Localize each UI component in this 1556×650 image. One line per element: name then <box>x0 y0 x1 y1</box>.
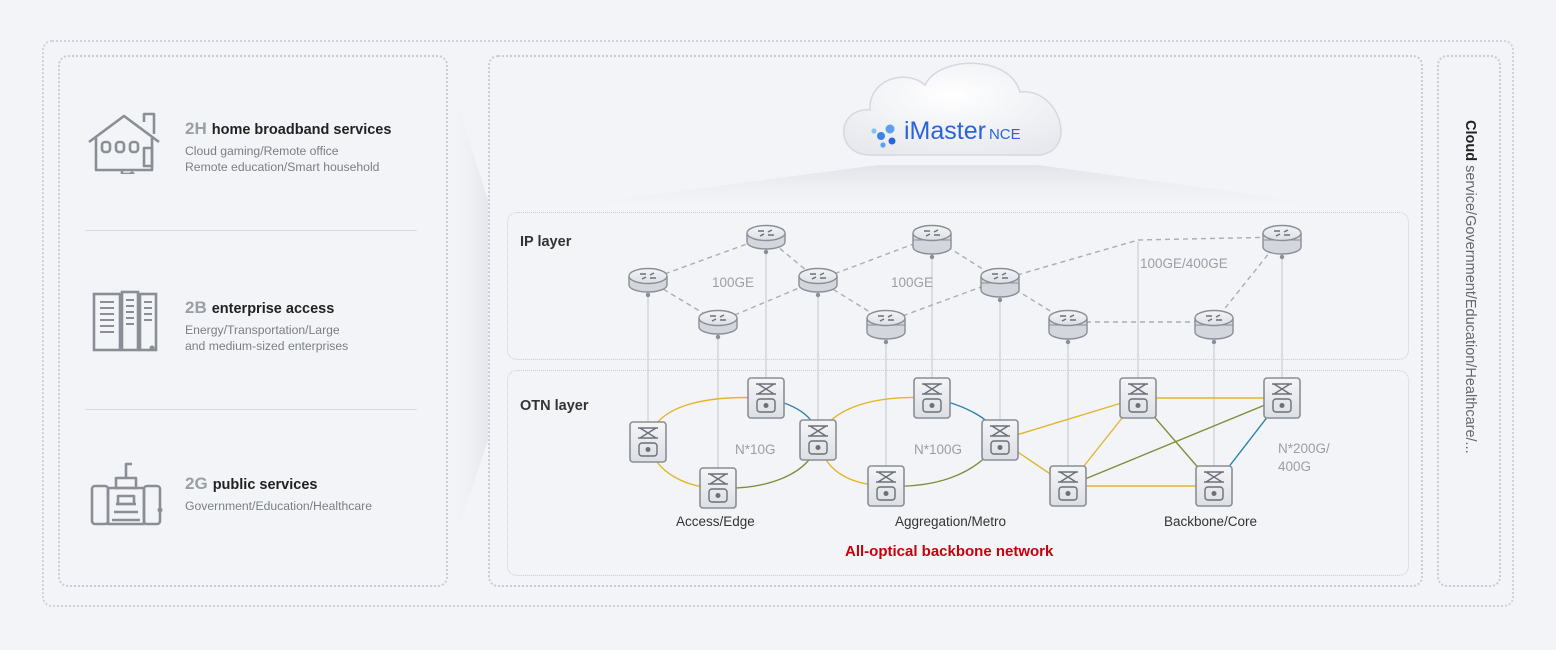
outer-frame <box>42 40 1514 607</box>
otn-speed-label: N*200G/ <box>1278 441 1330 456</box>
otn-device-icon <box>1195 465 1233 507</box>
segment-label: Access/Edge <box>676 514 755 529</box>
otn-layer-box <box>507 370 1409 576</box>
network-panel <box>488 55 1423 587</box>
layer-connectors <box>647 242 1283 470</box>
service-code: 2B <box>185 298 207 317</box>
router-icon <box>866 309 906 345</box>
ip-layer-label: IP layer <box>520 234 572 250</box>
services-glow <box>448 75 488 560</box>
service-desc-line: Energy/Transportation/Large <box>185 323 340 337</box>
controller-beam <box>520 165 1380 212</box>
imaster-logo-icon <box>871 124 896 148</box>
service-code: 2G <box>185 474 208 493</box>
cloud-word: Cloud <box>1462 120 1478 162</box>
service-title: home broadband services <box>211 122 392 138</box>
otn-device-icon <box>747 377 785 419</box>
router-icon <box>628 267 668 298</box>
router-icon <box>746 224 786 255</box>
building-icon <box>92 290 158 352</box>
house-icon <box>88 112 160 174</box>
service-desc-line: and medium-sized enterprises <box>185 339 349 353</box>
router-icon <box>1048 309 1088 345</box>
otn-device-icon <box>799 419 837 461</box>
router-icon <box>1262 224 1302 260</box>
otn-device-icon <box>1263 377 1301 419</box>
cloud-services-label: Cloud service/Government/Education/Healt… <box>1434 120 1504 560</box>
otn-device-icon <box>1119 377 1157 419</box>
backbone-caption: All-optical backbone network <box>845 543 1054 560</box>
cloud-shape <box>843 62 1062 156</box>
controller-suffix: NCE <box>988 126 1021 143</box>
otn-device-icon <box>1049 465 1087 507</box>
service-desc-line: Government/Education/Healthcare <box>185 499 372 513</box>
router-icon <box>798 267 838 298</box>
controller-name: iMaster <box>904 117 986 145</box>
ip-layer-box <box>507 212 1409 360</box>
ip-speed-label: 100GE/400GE <box>1140 256 1228 271</box>
router-icon <box>980 267 1020 303</box>
otn-speed-label: N*100G <box>914 442 963 457</box>
otn-device-icon <box>629 421 667 463</box>
ip-speed-label: 100GE <box>712 275 755 290</box>
router-icon <box>912 224 952 260</box>
otn-device-icon <box>981 419 1019 461</box>
service-code: 2H <box>185 119 207 138</box>
government-icon <box>90 462 163 526</box>
service-desc-line: Cloud gaming/Remote office <box>185 144 339 158</box>
service-desc-line: Remote education/Smart household <box>185 160 380 174</box>
divider <box>85 230 417 231</box>
otn-devices <box>629 377 1301 509</box>
otn-device-icon <box>913 377 951 419</box>
cloud-services-text: service/Government/Education/Healthcare/… <box>1462 161 1478 454</box>
router-icon <box>1194 309 1234 345</box>
cloud-panel <box>1437 55 1501 587</box>
ip-routers <box>628 224 1302 345</box>
otn-speed-label: N*10G <box>735 442 776 457</box>
segment-label: Aggregation/Metro <box>895 514 1007 529</box>
router-icon <box>698 309 738 340</box>
divider <box>85 409 417 410</box>
ip-speed-label: 100GE <box>891 275 934 290</box>
segment-label: Backbone/Core <box>1164 514 1258 529</box>
otn-speed-label: 400G <box>1278 459 1312 474</box>
otn-device-icon <box>867 465 905 507</box>
services-panel <box>58 55 448 587</box>
service-title: public services <box>212 477 318 493</box>
service-title: enterprise access <box>211 301 335 317</box>
otn-device-icon <box>699 467 737 509</box>
otn-layer-label: OTN layer <box>520 398 589 414</box>
